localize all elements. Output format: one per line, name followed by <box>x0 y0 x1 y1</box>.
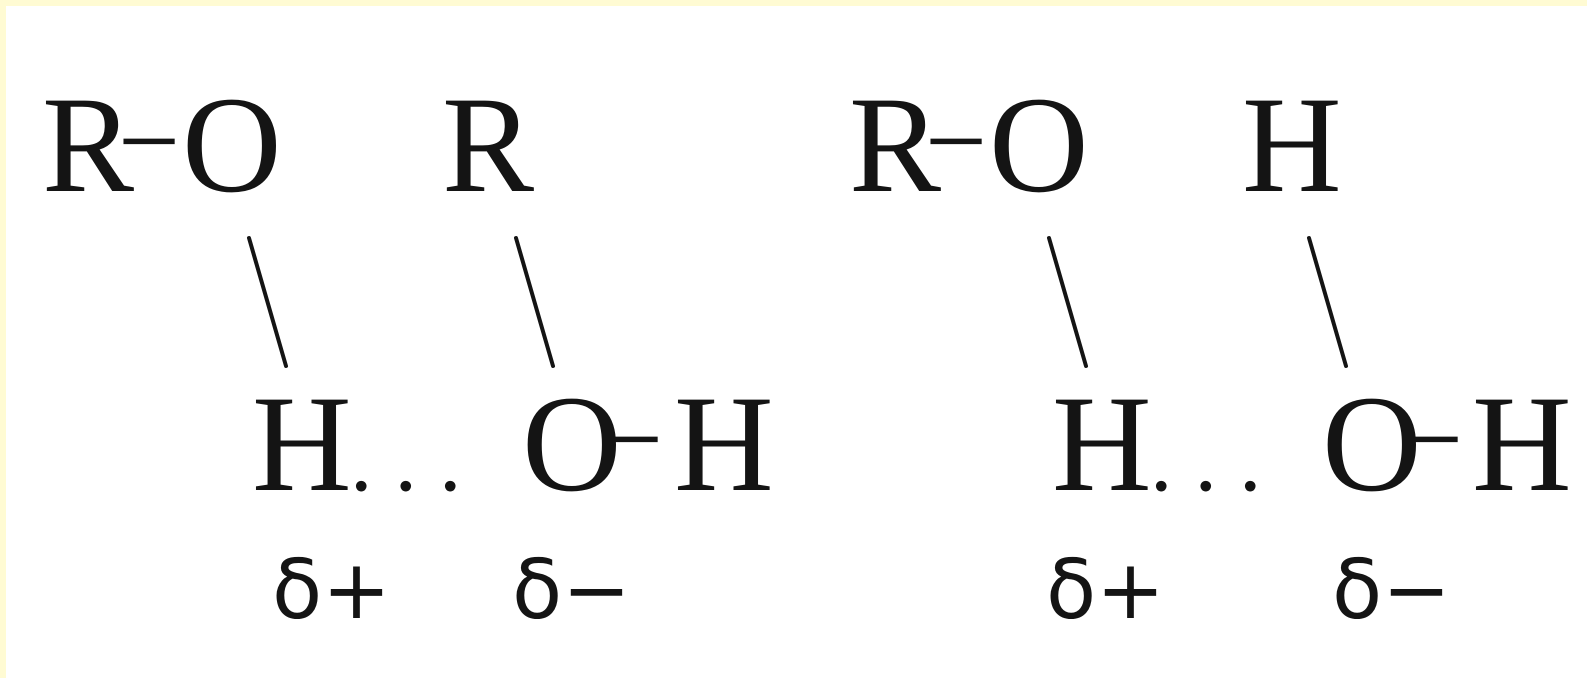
bond-o-h-bottom: − <box>601 378 663 500</box>
atom-h-end: H <box>674 367 774 520</box>
diagram-alcohol-water: R − O H H ... O − H δ+ δ− <box>849 68 1572 638</box>
atom-o-acceptor: O <box>522 367 622 520</box>
atom-o-left: O <box>182 68 282 221</box>
charge-delta-minus: δ− <box>1332 543 1451 638</box>
atom-o-acceptor: O <box>1322 367 1422 520</box>
atom-h-end: H <box>1472 367 1572 520</box>
atom-h-right: H <box>1242 68 1342 221</box>
atom-h-donor: H <box>1052 367 1152 520</box>
bond-h-o-right <box>1307 236 1348 368</box>
charge-delta-plus: δ+ <box>272 543 391 638</box>
diagram-alcohol-alcohol: R − O R H ... O − H δ+ δ− <box>42 68 774 638</box>
diagram-frame: R − O R H ... O − H δ+ δ− R − O H H ... … <box>6 6 1587 678</box>
charge-delta-plus: δ+ <box>1046 543 1165 638</box>
bond-o-h-bottom: − <box>1401 378 1463 500</box>
atom-o-left: O <box>989 68 1089 221</box>
hydrogen-bond-dots: ... <box>350 411 484 510</box>
bond-r-o-left: − <box>925 80 987 202</box>
bond-o-h-left <box>247 236 288 368</box>
hydrogen-bond-dots: ... <box>1150 411 1284 510</box>
bond-o-h-left <box>1047 236 1088 368</box>
atom-r-left: R <box>42 68 134 221</box>
bond-r-o-left: − <box>118 80 180 202</box>
atom-h-donor: H <box>252 367 352 520</box>
atom-r-left: R <box>849 68 941 221</box>
charge-delta-minus: δ− <box>512 543 631 638</box>
bond-r-o-right <box>514 236 555 368</box>
hydrogen-bond-diagrams: R − O R H ... O − H δ+ δ− R − O H H ... … <box>42 68 1572 638</box>
atom-r-right: R <box>442 68 534 221</box>
